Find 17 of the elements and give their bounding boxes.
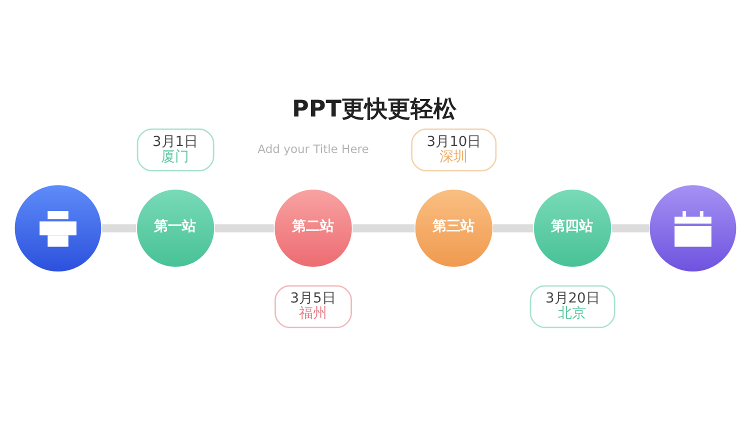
label: Add your Title Here xyxy=(257,142,368,156)
node-circle xyxy=(13,184,102,273)
node-box: 3月5日 福州 xyxy=(274,285,352,328)
node-box: 3月20日 北京 xyxy=(529,285,615,328)
node-circle: 第四站 xyxy=(532,188,612,268)
node-circle xyxy=(648,184,737,273)
connector xyxy=(214,224,274,232)
node-circle: 第二站 xyxy=(273,188,353,268)
diagram-title: PPT更快更轻松 xyxy=(291,96,456,123)
node-box: 3月10日 深圳 xyxy=(410,128,496,172)
node-box: 3月1日 厦门 xyxy=(136,128,214,172)
connector xyxy=(352,224,414,232)
connector xyxy=(492,224,533,232)
connector xyxy=(612,224,649,232)
node-circle: 第三站 xyxy=(414,188,494,268)
connector xyxy=(102,224,136,232)
node-circle: 第一站 xyxy=(135,188,215,268)
